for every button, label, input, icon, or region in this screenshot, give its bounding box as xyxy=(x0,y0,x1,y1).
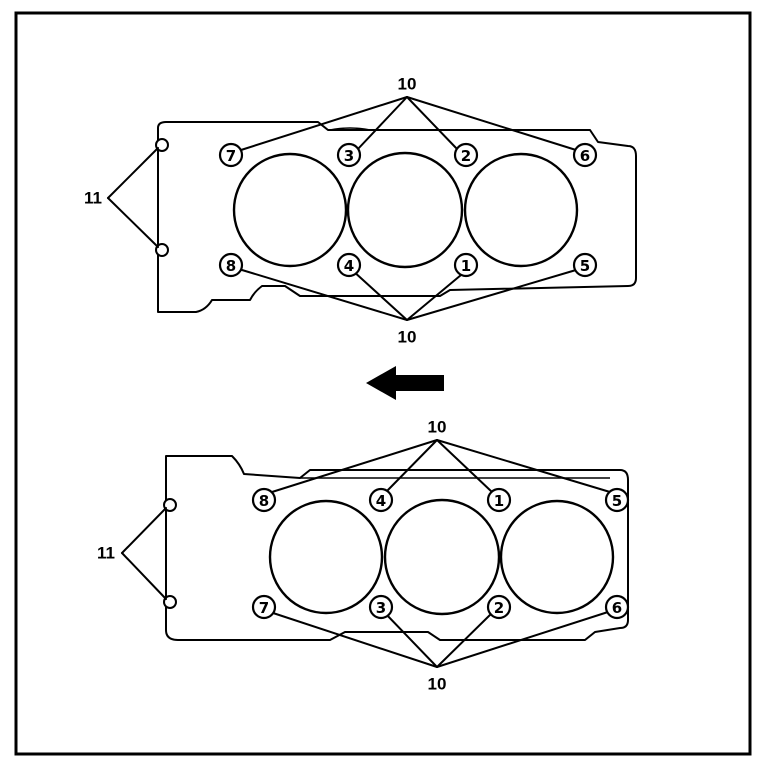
diagram-frame xyxy=(14,11,752,756)
upper-bolt-6: 6 xyxy=(572,142,598,168)
upper-bolt-3: 3 xyxy=(336,142,362,168)
upper-bottom-callout-lines xyxy=(241,269,577,321)
lower-dowel-callout: 11 xyxy=(97,544,115,563)
lower-top-callout-lines xyxy=(271,439,611,493)
svg-text:7: 7 xyxy=(259,599,269,617)
svg-text:8: 8 xyxy=(226,257,236,275)
lower-bottom-callout: 10 xyxy=(428,675,447,694)
lower-bolt-5: 5 xyxy=(604,487,630,513)
upper-cylinder-head: 7 3 2 6 8 4 1 5 11 10 10 xyxy=(84,75,637,347)
svg-text:5: 5 xyxy=(580,257,590,275)
svg-text:6: 6 xyxy=(612,599,622,617)
upper-head-outline xyxy=(157,121,637,313)
upper-bolt-7: 7 xyxy=(218,142,244,168)
upper-bolt-5: 5 xyxy=(572,252,598,278)
svg-text:4: 4 xyxy=(344,257,354,275)
upper-bolt-1: 1 xyxy=(453,252,479,278)
lower-bolt-7: 7 xyxy=(251,594,277,620)
lower-bolt-4: 4 xyxy=(368,487,394,513)
upper-head-inner-line xyxy=(329,127,371,131)
svg-text:1: 1 xyxy=(494,492,504,510)
lower-bore-3 xyxy=(499,499,615,615)
svg-text:6: 6 xyxy=(580,147,590,165)
svg-text:2: 2 xyxy=(461,147,471,165)
svg-text:4: 4 xyxy=(376,492,386,510)
lower-top-callout: 10 xyxy=(428,418,447,437)
arrow-left-icon xyxy=(366,366,444,400)
upper-bore-2 xyxy=(346,151,464,269)
upper-bore-3 xyxy=(463,152,579,268)
lower-bolt-8: 8 xyxy=(251,487,277,513)
lower-head-outline xyxy=(165,455,629,641)
lower-bolt-1: 1 xyxy=(486,487,512,513)
upper-bolt-2: 2 xyxy=(453,142,479,168)
svg-text:5: 5 xyxy=(612,492,622,510)
lower-bolt-2: 2 xyxy=(486,594,512,620)
upper-top-callout: 10 xyxy=(398,75,417,94)
lower-cylinder-head: 8 4 1 5 7 3 2 6 11 10 10 xyxy=(97,418,630,694)
upper-bolt-4: 4 xyxy=(336,252,362,278)
upper-bolt-8: 8 xyxy=(218,252,244,278)
svg-text:8: 8 xyxy=(259,492,269,510)
upper-bore-1 xyxy=(232,152,348,268)
svg-text:1: 1 xyxy=(461,257,471,275)
lower-bore-2 xyxy=(383,498,501,616)
lower-bolt-6: 6 xyxy=(604,594,630,620)
lower-bottom-callout-lines xyxy=(269,611,609,668)
svg-text:2: 2 xyxy=(494,599,504,617)
upper-dowel-callout-lines xyxy=(107,147,159,248)
svg-text:3: 3 xyxy=(344,147,354,165)
svg-text:3: 3 xyxy=(376,599,386,617)
lower-bolt-3: 3 xyxy=(368,594,394,620)
svg-text:7: 7 xyxy=(226,147,236,165)
upper-dowel-callout: 11 xyxy=(84,189,102,208)
lower-bore-1 xyxy=(268,499,384,615)
upper-top-callout-lines xyxy=(240,96,577,151)
upper-bottom-callout: 10 xyxy=(398,328,417,347)
lower-dowel-callout-lines xyxy=(121,507,167,600)
